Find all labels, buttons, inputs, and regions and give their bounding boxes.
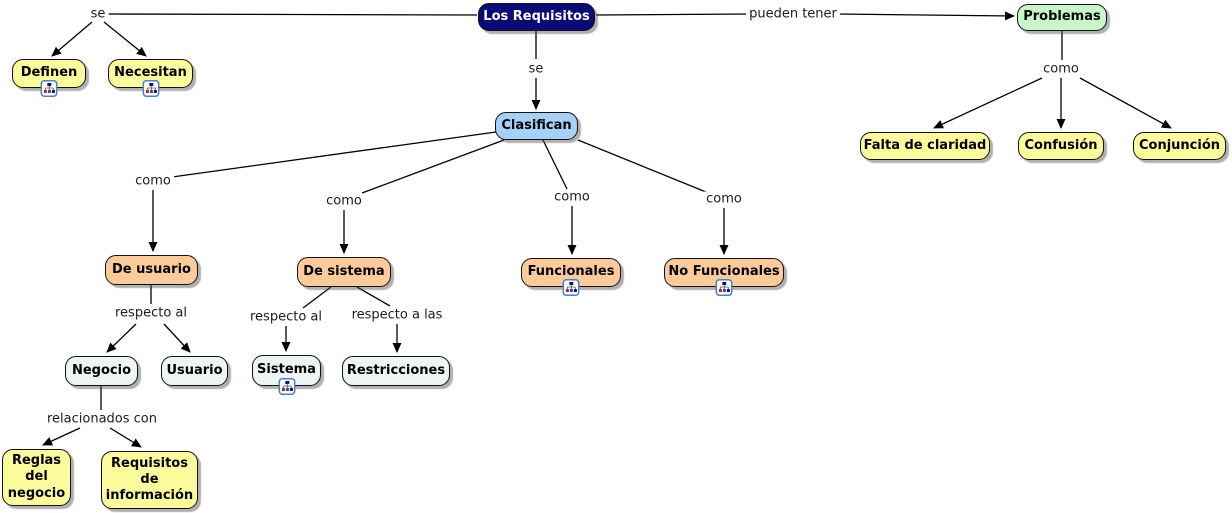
- node-conjuncion[interactable]: Conjunción: [1133, 132, 1226, 160]
- node-requisitos-de-informacion[interactable]: Requisitos de información: [101, 451, 198, 509]
- linked-cmap-icon[interactable]: [562, 279, 580, 296]
- node-label: No Funcionales: [668, 264, 780, 280]
- node-los-requisitos[interactable]: Los Requisitos: [478, 3, 595, 31]
- node-de-usuario[interactable]: De usuario: [105, 255, 198, 285]
- node-label: De sistema: [303, 263, 385, 279]
- node-label: Funcionales: [527, 264, 615, 280]
- node-label: Definen: [20, 65, 78, 81]
- node-problemas[interactable]: Problemas: [1017, 4, 1107, 31]
- node-negocio[interactable]: Negocio: [65, 356, 138, 386]
- linked-cmap-icon[interactable]: [715, 279, 733, 296]
- node-clasifican[interactable]: Clasifican: [495, 112, 578, 140]
- link-label-respecto-al-sistema[interactable]: respecto al: [247, 309, 325, 325]
- node-label: Usuario: [166, 362, 223, 378]
- node-label: Conjunción: [1138, 137, 1221, 153]
- node-necesitan[interactable]: Necesitan: [108, 59, 193, 97]
- node-label: Problemas: [1023, 9, 1101, 25]
- link-label-respecto-a-las[interactable]: respecto a las: [348, 307, 446, 323]
- link-label-como-4[interactable]: como: [703, 191, 745, 207]
- node-label: Requisitos de información: [105, 455, 194, 504]
- link-label-se-top[interactable]: se: [87, 6, 109, 22]
- linked-cmap-icon[interactable]: [278, 378, 295, 395]
- linked-cmap-icon[interactable]: [142, 80, 159, 97]
- node-label: Reglas del negocio: [7, 453, 66, 501]
- link-label-respecto-al-usuario[interactable]: respecto al: [112, 305, 190, 321]
- node-label: Negocio: [71, 362, 132, 378]
- node-label: Clasifican: [501, 117, 572, 133]
- node-label: Los Requisitos: [483, 8, 590, 24]
- node-label: Confusión: [1024, 137, 1098, 153]
- node-definen[interactable]: Definen: [12, 59, 86, 97]
- link-label-como-problemas[interactable]: como: [1040, 61, 1082, 77]
- node-de-sistema[interactable]: De sistema: [297, 257, 391, 287]
- linked-cmap-icon[interactable]: [40, 80, 58, 97]
- node-label: Necesitan: [114, 65, 187, 81]
- node-usuario[interactable]: Usuario: [161, 356, 228, 386]
- link-label-relacionados-con[interactable]: relacionados con: [43, 411, 161, 427]
- node-reglas-del-negocio[interactable]: Reglas del negocio: [2, 449, 71, 506]
- link-label-pueden-tener[interactable]: pueden tener: [746, 6, 840, 22]
- node-sistema[interactable]: Sistema: [252, 355, 321, 395]
- node-label: Sistema: [257, 362, 316, 378]
- link-label-como-1[interactable]: como: [132, 173, 174, 189]
- node-label: De usuario: [112, 261, 191, 277]
- node-confusion[interactable]: Confusión: [1018, 132, 1104, 160]
- node-restricciones[interactable]: Restricciones: [342, 356, 450, 386]
- node-label: Falta de claridad: [863, 137, 987, 153]
- node-falta-de-claridad[interactable]: Falta de claridad: [860, 132, 990, 160]
- node-label: Restricciones: [346, 362, 446, 378]
- link-label-como-3[interactable]: como: [551, 189, 593, 205]
- link-label-como-2[interactable]: como: [323, 193, 365, 209]
- link-label-se-mid[interactable]: se: [525, 61, 547, 77]
- node-no-funcionales[interactable]: No Funcionales: [664, 258, 784, 296]
- node-funcionales[interactable]: Funcionales: [521, 258, 621, 296]
